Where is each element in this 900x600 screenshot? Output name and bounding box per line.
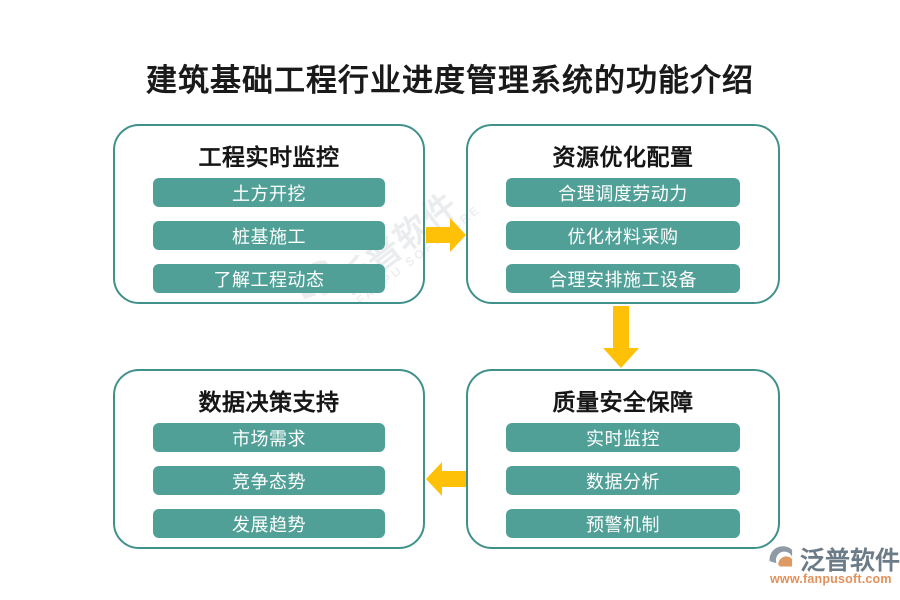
list-item[interactable]: 桩基施工 bbox=[153, 221, 385, 250]
arrow-down-icon bbox=[603, 306, 639, 368]
arrow-right-icon bbox=[426, 218, 466, 252]
list-item[interactable]: 竞争态势 bbox=[153, 466, 385, 495]
box-item-list: 市场需求 竞争态势 发展趋势 bbox=[153, 423, 385, 538]
box-engineering-monitoring[interactable]: 工程实时监控 土方开挖 桩基施工 了解工程动态 bbox=[113, 124, 425, 304]
box-title: 质量安全保障 bbox=[552, 390, 694, 415]
page-title: 建筑基础工程行业进度管理系统的功能介绍 bbox=[146, 63, 754, 98]
fanpu-logo-icon bbox=[769, 546, 793, 567]
box-title: 数据决策支持 bbox=[198, 390, 340, 415]
brand-url[interactable]: www.fanpusoft.com bbox=[770, 572, 892, 586]
list-item[interactable]: 土方开挖 bbox=[153, 178, 385, 207]
box-item-list: 土方开挖 桩基施工 了解工程动态 bbox=[153, 178, 385, 293]
list-item[interactable]: 优化材料采购 bbox=[506, 221, 740, 250]
box-item-list: 合理调度劳动力 优化材料采购 合理安排施工设备 bbox=[506, 178, 740, 293]
list-item[interactable]: 数据分析 bbox=[506, 466, 740, 495]
box-title: 资源优化配置 bbox=[552, 145, 694, 170]
list-item[interactable]: 合理安排施工设备 bbox=[506, 264, 740, 293]
list-item[interactable]: 发展趋势 bbox=[153, 509, 385, 538]
box-title: 工程实时监控 bbox=[198, 145, 340, 170]
list-item[interactable]: 实时监控 bbox=[506, 423, 740, 452]
box-quality-safety-assurance[interactable]: 质量安全保障 实时监控 数据分析 预警机制 bbox=[466, 369, 780, 549]
arrow-left-icon bbox=[426, 462, 466, 496]
list-item[interactable]: 预警机制 bbox=[506, 509, 740, 538]
box-item-list: 实时监控 数据分析 预警机制 bbox=[506, 423, 740, 538]
box-resource-optimization[interactable]: 资源优化配置 合理调度劳动力 优化材料采购 合理安排施工设备 bbox=[466, 124, 780, 304]
brand-name: 泛普软件 bbox=[800, 547, 900, 575]
list-item[interactable]: 合理调度劳动力 bbox=[506, 178, 740, 207]
list-item[interactable]: 市场需求 bbox=[153, 423, 385, 452]
list-item[interactable]: 了解工程动态 bbox=[153, 264, 385, 293]
brand-logo[interactable]: 泛普软件 www.fanpusoft.com bbox=[768, 540, 900, 590]
box-data-decision-support[interactable]: 数据决策支持 市场需求 竞争态势 发展趋势 bbox=[113, 369, 425, 549]
